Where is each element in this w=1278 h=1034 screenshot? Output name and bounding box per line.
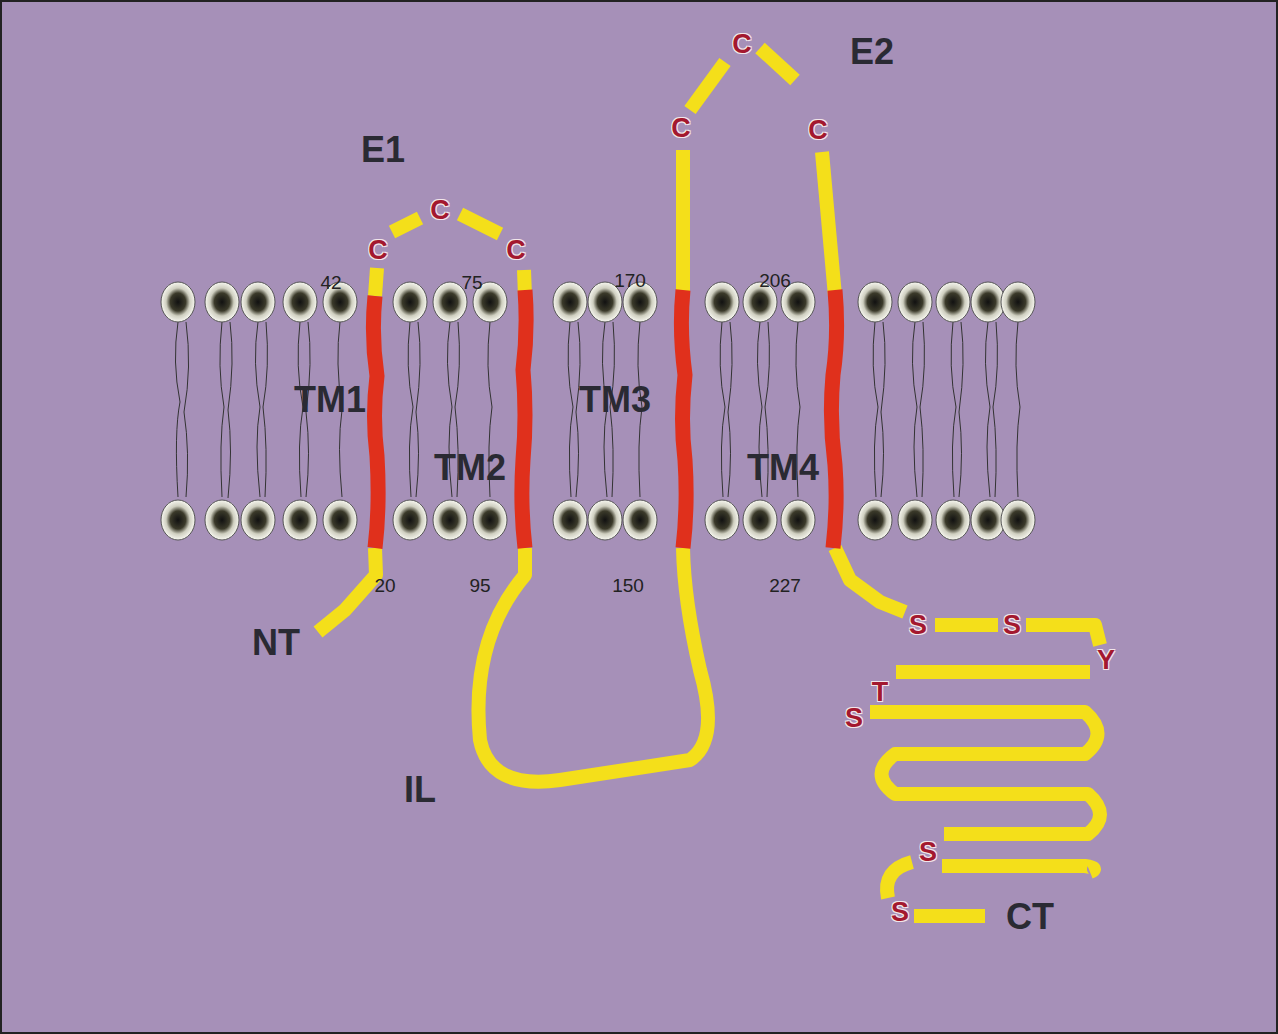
residue-number: 206 (759, 271, 791, 290)
residue-number: 42 (320, 273, 341, 292)
loop-name: E1 (361, 132, 405, 168)
helix-name: TM1 (294, 382, 366, 418)
residue-letter: C (808, 117, 828, 144)
residue-letter: T (872, 679, 889, 706)
residue-letter: C (368, 237, 388, 264)
peptide-chain (318, 48, 1100, 916)
residue-letter: S (891, 899, 909, 926)
lipid-heads (161, 282, 1035, 540)
residue-letter: S (1003, 612, 1021, 639)
loop-name: E2 (850, 34, 894, 70)
residue-letter: C (430, 197, 450, 224)
terminus-name: NT (252, 625, 300, 661)
terminus-name: CT (1006, 899, 1054, 935)
helix-name: TM3 (579, 382, 651, 418)
residue-number: 227 (769, 576, 801, 595)
residue-number: 150 (612, 576, 644, 595)
residue-number: 20 (374, 576, 395, 595)
residue-letter: Y (1097, 647, 1115, 674)
residue-letter: S (845, 705, 863, 732)
helix-name: TM2 (434, 450, 506, 486)
residue-letter: S (909, 612, 927, 639)
transmembrane-helix (373, 290, 836, 548)
residue-letter: C (506, 237, 526, 264)
loop-name: IL (404, 772, 436, 808)
residue-letter: S (919, 839, 937, 866)
residue-number: 75 (461, 273, 482, 292)
helix-name: TM4 (747, 450, 819, 486)
lipid-tails (175, 322, 1020, 498)
residue-number: 95 (469, 576, 490, 595)
residue-letter: C (732, 31, 752, 58)
residue-letter: C (671, 115, 691, 142)
residue-number: 170 (614, 271, 646, 290)
